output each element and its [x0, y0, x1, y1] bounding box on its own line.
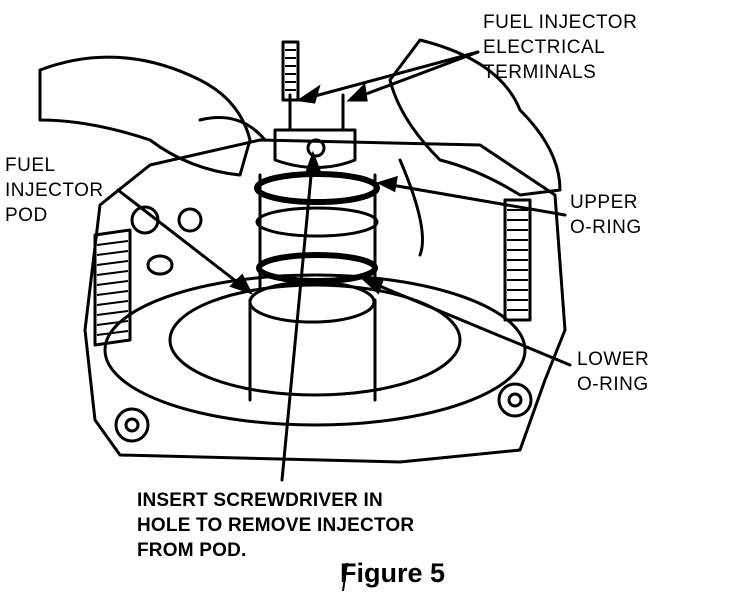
leader-upper [378, 181, 567, 217]
hand-right [388, 38, 562, 197]
leader-terminals-1 [298, 50, 480, 102]
label-lower-oring: LOWER O-RING [577, 347, 649, 397]
label-line: LOWER [577, 349, 650, 370]
pod-inner-rim [168, 283, 462, 397]
leader-lower [363, 278, 572, 367]
label-line: POD [5, 205, 48, 226]
label-line: FUEL [5, 155, 56, 176]
hand-left [38, 55, 252, 177]
pod-bore [248, 298, 377, 402]
label-line: INSERT SCREWDRIVER IN [137, 490, 383, 511]
stud-right [503, 198, 532, 322]
label-line: HOLE TO REMOVE INJECTOR [137, 515, 415, 536]
leader-pod [116, 188, 252, 294]
label-line: FUEL INJECTOR [483, 12, 638, 33]
leader-insert [280, 153, 315, 482]
bolt-top-center [177, 207, 203, 233]
label-line: TERMINALS [483, 62, 597, 83]
mid-band [255, 206, 379, 238]
housing-outline [83, 138, 567, 464]
label-line: FROM POD. [137, 540, 247, 561]
label-line: ELECTRICAL [483, 37, 606, 58]
pod-bore-top [248, 280, 376, 324]
pod-bowl [103, 273, 527, 427]
lower-oring-shape [256, 252, 378, 284]
stud-threads [96, 49, 528, 336]
label-instruction: INSERT SCREWDRIVER IN HOLE TO REMOVE INJ… [137, 488, 414, 563]
label-line: O-RING [577, 374, 649, 395]
label-line: INJECTOR [5, 180, 104, 201]
label-upper-oring: UPPER O-RING [570, 190, 642, 240]
screwdriver-hole [306, 138, 326, 158]
figure-number: Figure 5 [340, 558, 446, 588]
label-line: UPPER [570, 192, 638, 213]
label-electrical-terminals: FUEL INJECTOR ELECTRICAL TERMINALS [483, 10, 637, 85]
label-line: O-RING [570, 217, 642, 238]
injector-cap [273, 128, 357, 169]
leader-terminals-2 [348, 50, 480, 102]
bolt-bottom-right [497, 382, 533, 418]
upper-oring-shape [254, 171, 380, 205]
bolt-bottom-left [114, 407, 150, 443]
stud-left [93, 228, 132, 347]
label-injector-pod: FUEL INJECTOR POD [5, 153, 104, 228]
